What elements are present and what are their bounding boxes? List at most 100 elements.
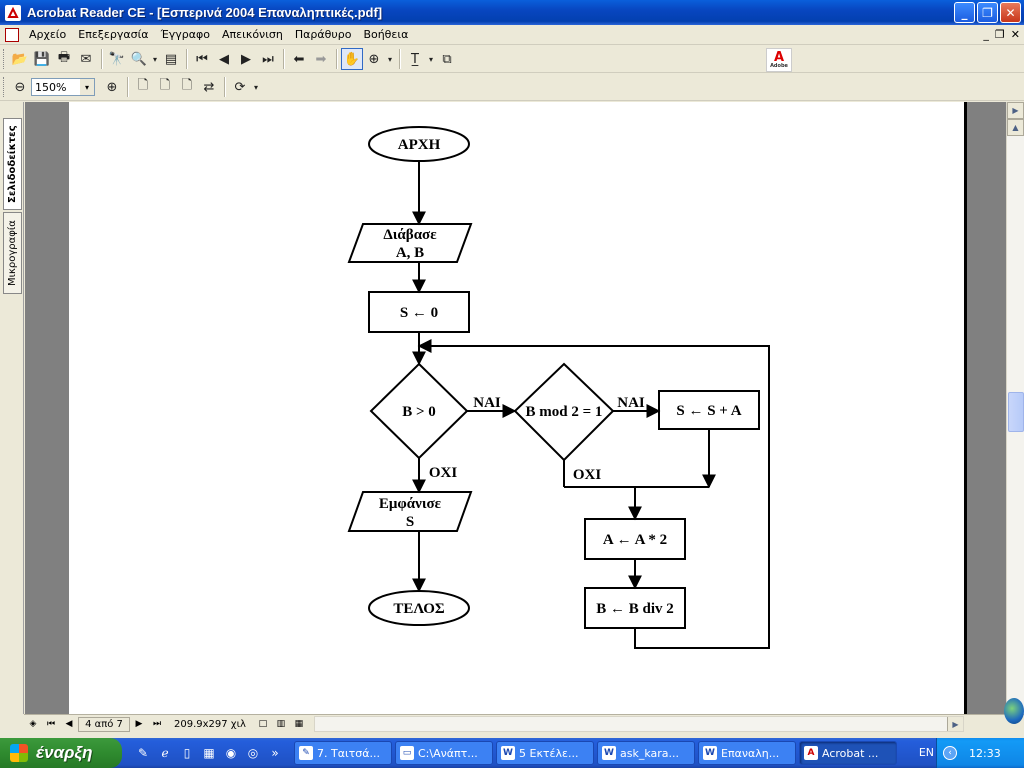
toolbar-grip[interactable] — [3, 49, 6, 69]
tab-thumbnails[interactable]: Μικρογραφία — [3, 212, 22, 294]
forward-icon[interactable]: ➡ — [315, 51, 327, 67]
continuous-facing-icon[interactable]: ▦ — [294, 719, 304, 729]
search-icon[interactable]: 🔍 — [130, 51, 148, 67]
read-label-line2: Α, Β — [396, 245, 424, 261]
single-page-icon[interactable]: □ — [258, 719, 268, 729]
navigation-pane-icon[interactable]: ▤ — [164, 51, 178, 67]
last-page-icon[interactable]: ⏭ — [262, 51, 274, 67]
email-icon[interactable]: ✉ — [80, 51, 92, 67]
task-button[interactable]: W ask_kara... — [597, 741, 695, 765]
hand-tool-icon[interactable]: ✋ — [341, 48, 363, 70]
media-player-icon[interactable]: ◎ — [247, 746, 259, 760]
toolbar-grip[interactable] — [3, 77, 6, 97]
dropdown-arrow-icon[interactable]: ▾ — [152, 54, 157, 64]
menu-file[interactable]: Αρχείο — [29, 28, 67, 41]
toolbar-separator — [283, 49, 284, 69]
divide-label: B ← B div 2 — [596, 601, 674, 617]
tab-bookmarks[interactable]: Σελιδοδείκτες — [3, 118, 22, 210]
folder-icon: ▭ — [400, 746, 414, 760]
menu-edit[interactable]: Επεξεργασία — [78, 28, 149, 41]
scroll-up-arrow-icon[interactable]: ▲ — [1007, 119, 1024, 136]
task-button[interactable]: ▭ C:\Ανάπτ... — [395, 741, 493, 765]
fit-page-icon[interactable]: 🗋 — [159, 78, 171, 93]
last-page-nav-icon[interactable]: ⏭ — [152, 719, 162, 729]
zoom-out-icon[interactable]: ⊖ — [14, 79, 26, 95]
task-button[interactable]: W Επαναλη... — [698, 741, 796, 765]
init-label: S ← 0 — [400, 305, 438, 321]
clock[interactable]: 12:33 — [969, 746, 1001, 760]
pane-splitter[interactable] — [25, 102, 69, 714]
print-icon[interactable]: 🖶 — [57, 50, 71, 65]
firefox-icon[interactable]: ◉ — [225, 746, 237, 760]
find-icon[interactable]: 🔭 — [108, 51, 126, 67]
language-indicator[interactable]: EN — [918, 746, 934, 759]
word-icon: W — [602, 746, 616, 760]
fit-width-icon[interactable]: 🗋 — [181, 78, 193, 93]
yes-label-1: ΝΑΙ — [473, 395, 501, 411]
vertical-scroll-thumb[interactable] — [1008, 392, 1024, 432]
system-tray: ‹ 12:33 — [936, 738, 1024, 768]
minimize-button[interactable]: _ — [954, 2, 975, 23]
zoom-tool-icon[interactable]: ⊕ — [368, 51, 380, 67]
horizontal-scrollbar[interactable]: ▶ — [313, 716, 964, 732]
next-page-nav-icon[interactable]: ▶ — [135, 719, 143, 729]
menu-window[interactable]: Παράθυρο — [294, 28, 352, 41]
page-layout-icon[interactable]: ◈ — [29, 719, 37, 729]
zoom-in-icon[interactable]: ⊕ — [106, 79, 118, 95]
close-button[interactable]: ✕ — [1000, 2, 1021, 23]
chevron-down-icon[interactable]: ▾ — [80, 79, 94, 95]
back-icon[interactable]: ⬅ — [293, 51, 305, 67]
chevron-right-icon[interactable]: » — [271, 746, 279, 760]
vertical-scrollbar[interactable]: ▶ ▲ — [1006, 102, 1024, 714]
continuous-icon[interactable]: ▥ — [276, 719, 286, 729]
pencil-icon[interactable]: ✎ — [137, 746, 149, 760]
task-button-active[interactable]: A Acrobat ... — [799, 741, 897, 765]
scroll-right-icon[interactable]: ▶ — [946, 717, 963, 731]
task-label: ask_kara... — [620, 746, 680, 760]
read-label-line1: Διάβασε — [383, 227, 437, 243]
toolbar-separator — [127, 77, 128, 97]
document-view[interactable]: ΑΡΧΗ Διάβασε Α, Β S ← 0 B > 0 ΝΑΙ B mod … — [69, 102, 1006, 714]
doc-restore-button[interactable]: ❐ — [994, 28, 1005, 41]
previous-page-icon[interactable]: ◀ — [219, 51, 229, 67]
dropdown-arrow-icon[interactable]: ▾ — [253, 82, 258, 92]
save-icon[interactable]: 💾 — [33, 51, 51, 67]
scroll-right-arrow-icon[interactable]: ▶ — [1007, 102, 1024, 119]
rotate-view-icon[interactable]: ⟳ — [234, 79, 246, 95]
tab-thumbnails-label: Μικρογραφία — [7, 220, 18, 286]
zoom-level-field[interactable]: 150% ▾ — [31, 78, 95, 96]
menu-document[interactable]: Έγγραφο — [160, 28, 211, 41]
restore-button[interactable]: ❐ — [977, 2, 998, 23]
text-select-icon[interactable]: T̲ — [411, 51, 419, 67]
task-label: C:\Ανάπτ... — [418, 746, 478, 760]
task-button[interactable]: W 5 Εκτέλε... — [496, 741, 594, 765]
previous-page-nav-icon[interactable]: ◀ — [65, 719, 73, 729]
dropdown-arrow-icon[interactable]: ▾ — [428, 54, 433, 64]
menu-view[interactable]: Απεικόνιση — [222, 28, 283, 41]
title-bar[interactable]: Acrobat Reader CE - [Εσπερινά 2004 Επανα… — [0, 0, 1024, 25]
winrar-icon[interactable]: ▦ — [203, 746, 215, 760]
chevron-left-icon[interactable]: ‹ — [943, 746, 957, 760]
next-page-icon[interactable]: ▶ — [241, 51, 251, 67]
status-bar: ◈ ⏮ ◀ 4 από 7 ▶ ⏭ 209.9x297 χιλ □ ▥ ▦ ▶ — [24, 714, 1024, 733]
doc-minimize-button[interactable]: _ — [983, 28, 989, 41]
first-page-nav-icon[interactable]: ⏮ — [46, 719, 56, 729]
toolbar-separator — [186, 49, 187, 69]
document-icon[interactable]: ▯ — [183, 746, 191, 760]
page-number-field[interactable]: 4 από 7 — [78, 716, 130, 732]
start-button[interactable]: έναρξη — [0, 738, 122, 768]
document-icon[interactable] — [5, 27, 19, 42]
reflow-icon[interactable]: ⇄ — [203, 79, 215, 95]
menu-help[interactable]: Βοήθεια — [363, 28, 409, 41]
task-button[interactable]: ✎ 7. Ταιτσά... — [294, 741, 392, 765]
internet-explorer-icon[interactable]: ℯ — [161, 746, 169, 760]
adobe-logo[interactable]: A Adobe — [766, 48, 792, 72]
doc-close-button[interactable]: ✕ — [1010, 28, 1020, 41]
open-icon[interactable]: 📂 — [11, 51, 29, 67]
snapshot-icon[interactable]: ⧉ — [442, 51, 452, 67]
task-label: Επαναλη... — [721, 746, 780, 760]
dropdown-arrow-icon[interactable]: ▾ — [387, 54, 392, 64]
adobe-logo-text: Adobe — [770, 63, 788, 69]
first-page-icon[interactable]: ⏮ — [196, 51, 208, 67]
actual-size-icon[interactable]: 🗋 — [137, 78, 149, 93]
